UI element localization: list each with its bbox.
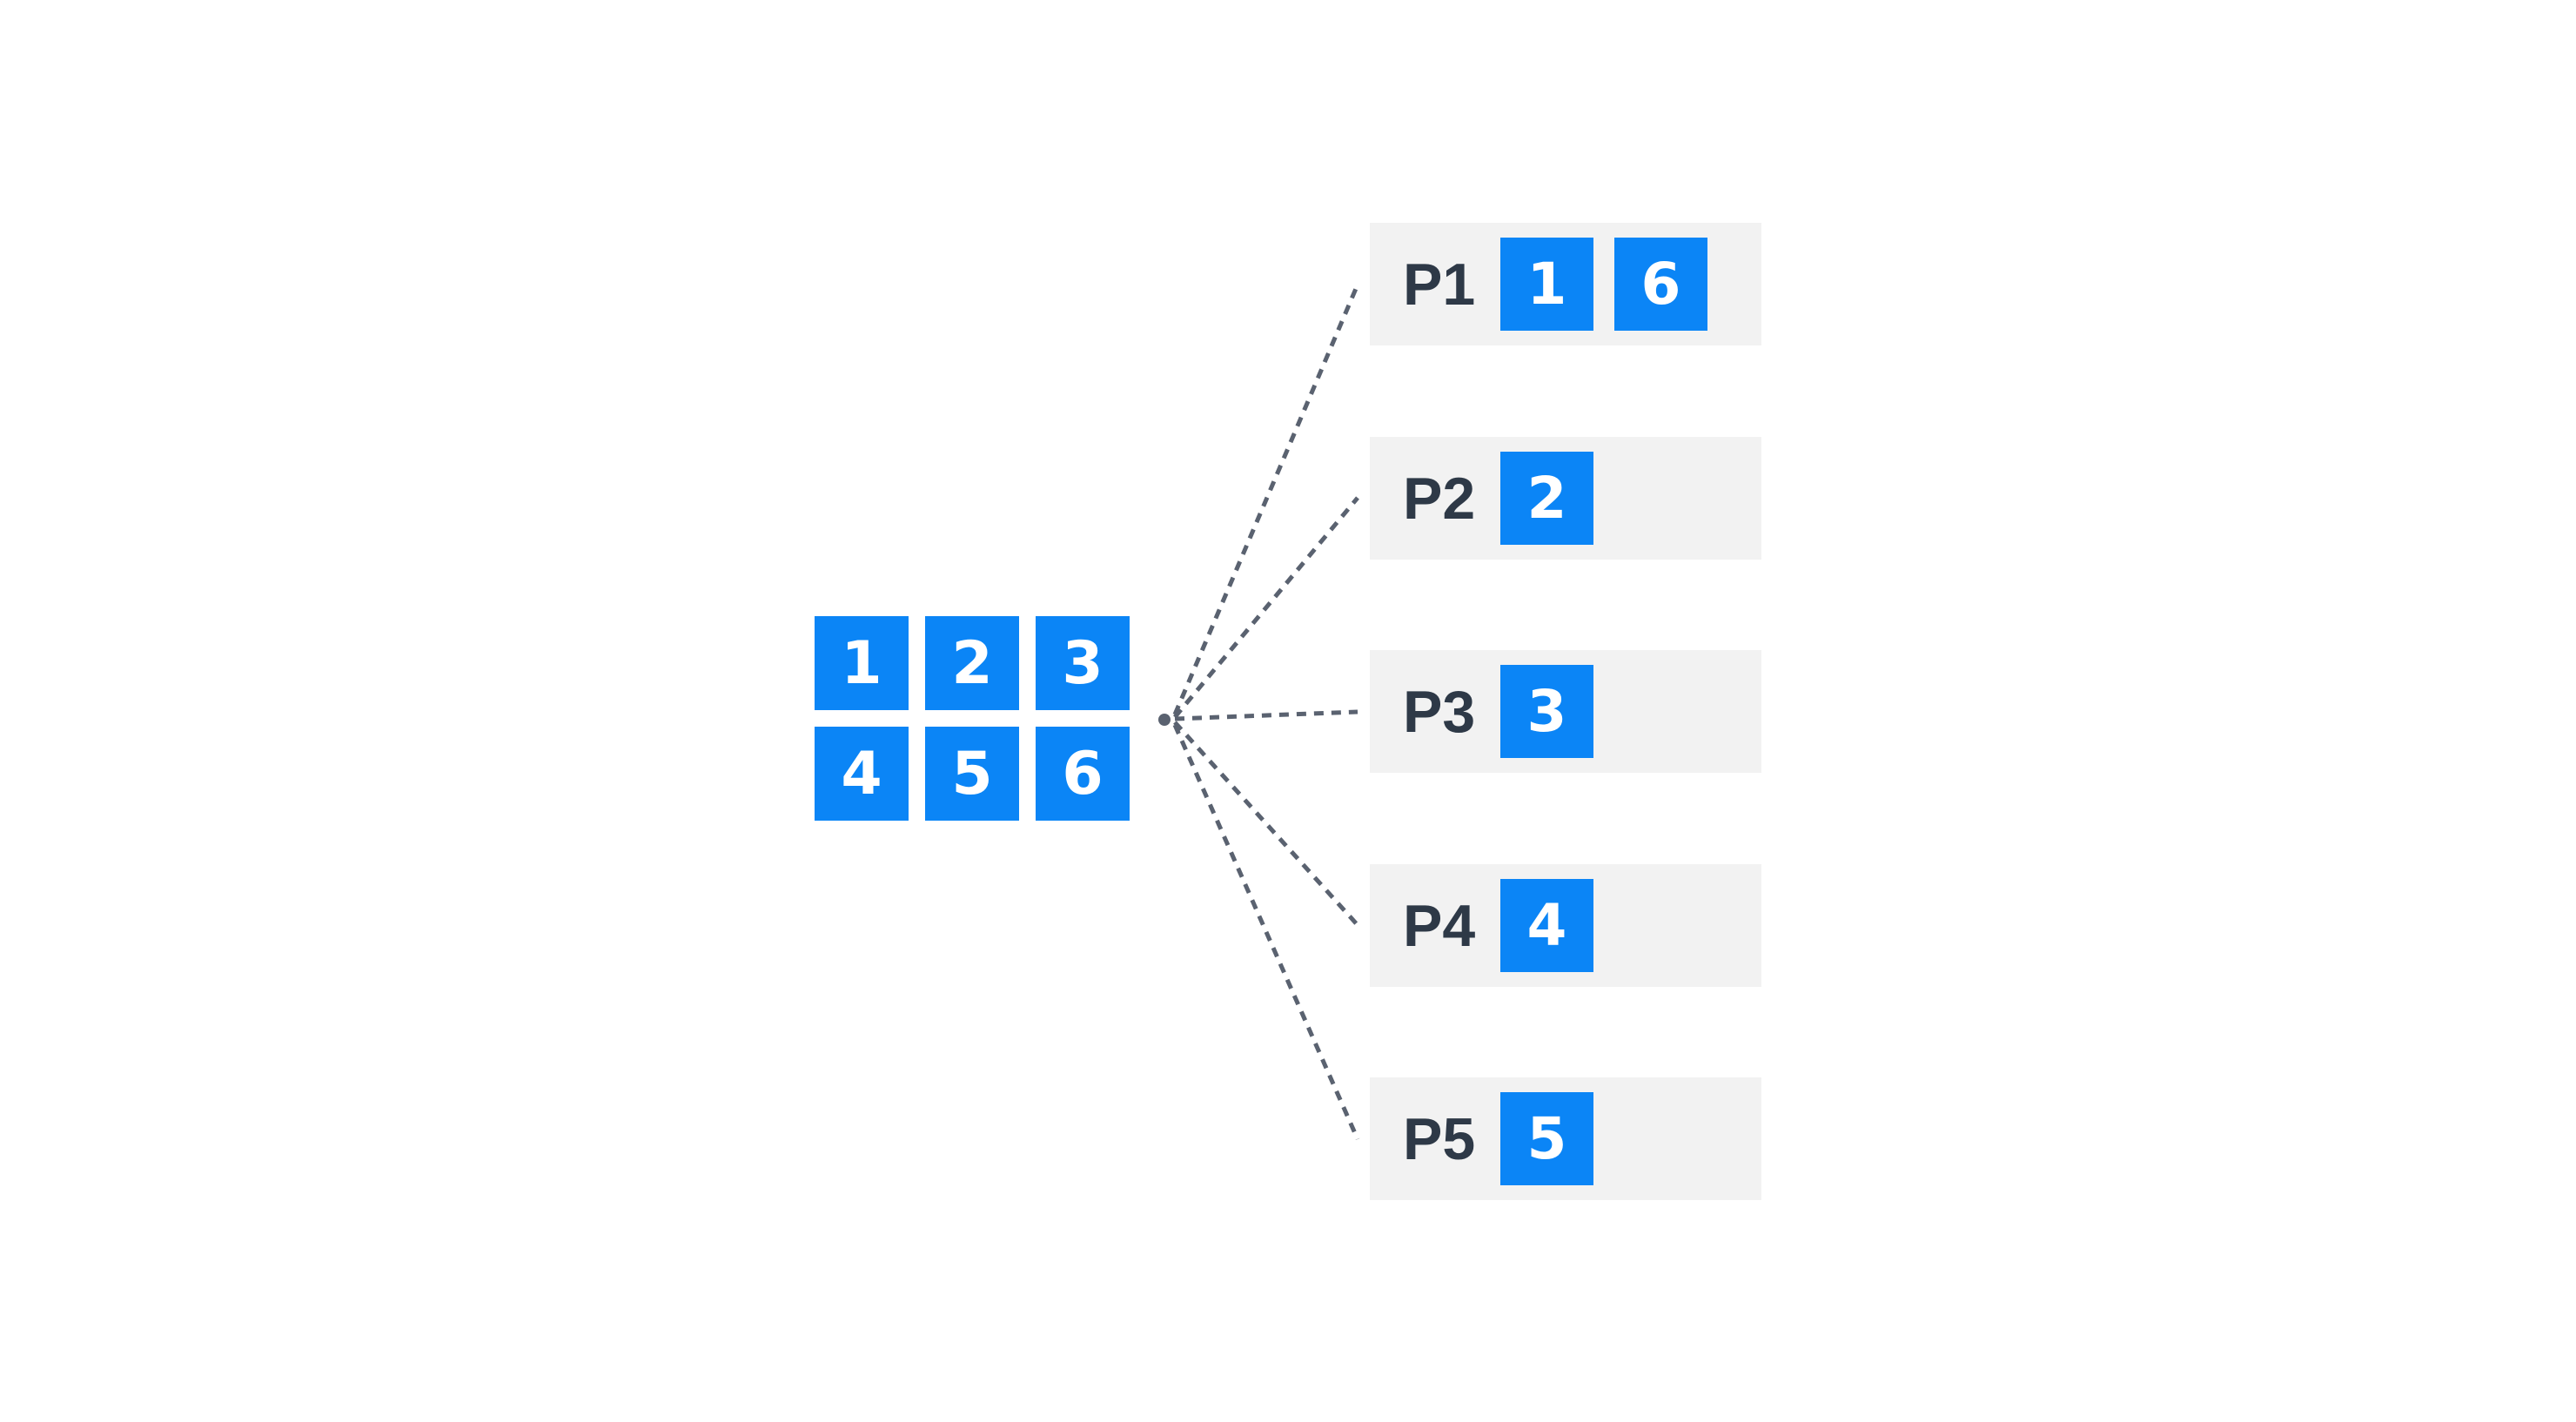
partition-chip: 1 (1500, 238, 1593, 331)
grid-block: 6 (1036, 727, 1130, 821)
partition-row-p1: P1 1 6 (1370, 223, 1761, 345)
grid-block: 3 (1036, 616, 1130, 710)
grid-block: 5 (925, 727, 1019, 821)
partition-chips: 2 (1500, 452, 1593, 545)
partition-chips: 4 (1500, 879, 1593, 972)
partition-label: P2 (1403, 465, 1476, 532)
partition-label: P4 (1403, 892, 1476, 959)
grid-block: 2 (925, 616, 1019, 710)
partition-chips: 5 (1500, 1092, 1593, 1185)
fan-line-p2 (1173, 496, 1359, 719)
fan-line-p4 (1173, 721, 1359, 927)
grid-block: 1 (815, 616, 909, 710)
fan-line-p5 (1172, 723, 1360, 1141)
partition-label: P3 (1403, 678, 1476, 745)
fan-origin-dot (1158, 714, 1171, 726)
source-grid: 1 2 3 4 5 6 (815, 616, 1130, 821)
partition-chip: 2 (1500, 452, 1593, 545)
partition-chip: 4 (1500, 879, 1593, 972)
fan-line-p3 (1174, 709, 1358, 721)
fan-line-p1 (1172, 284, 1360, 715)
partition-label: P5 (1403, 1105, 1476, 1172)
partition-chips: 3 (1500, 665, 1593, 758)
partition-row-p3: P3 3 (1370, 650, 1761, 773)
grid-block: 4 (815, 727, 909, 821)
partition-row-p5: P5 5 (1370, 1077, 1761, 1200)
partition-row-p2: P2 2 (1370, 437, 1761, 560)
partition-chip: 5 (1500, 1092, 1593, 1185)
partition-chip: 3 (1500, 665, 1593, 758)
partition-chips: 1 6 (1500, 238, 1707, 331)
partition-row-p4: P4 4 (1370, 864, 1761, 987)
partition-label: P1 (1403, 251, 1476, 318)
partition-chip: 6 (1614, 238, 1707, 331)
